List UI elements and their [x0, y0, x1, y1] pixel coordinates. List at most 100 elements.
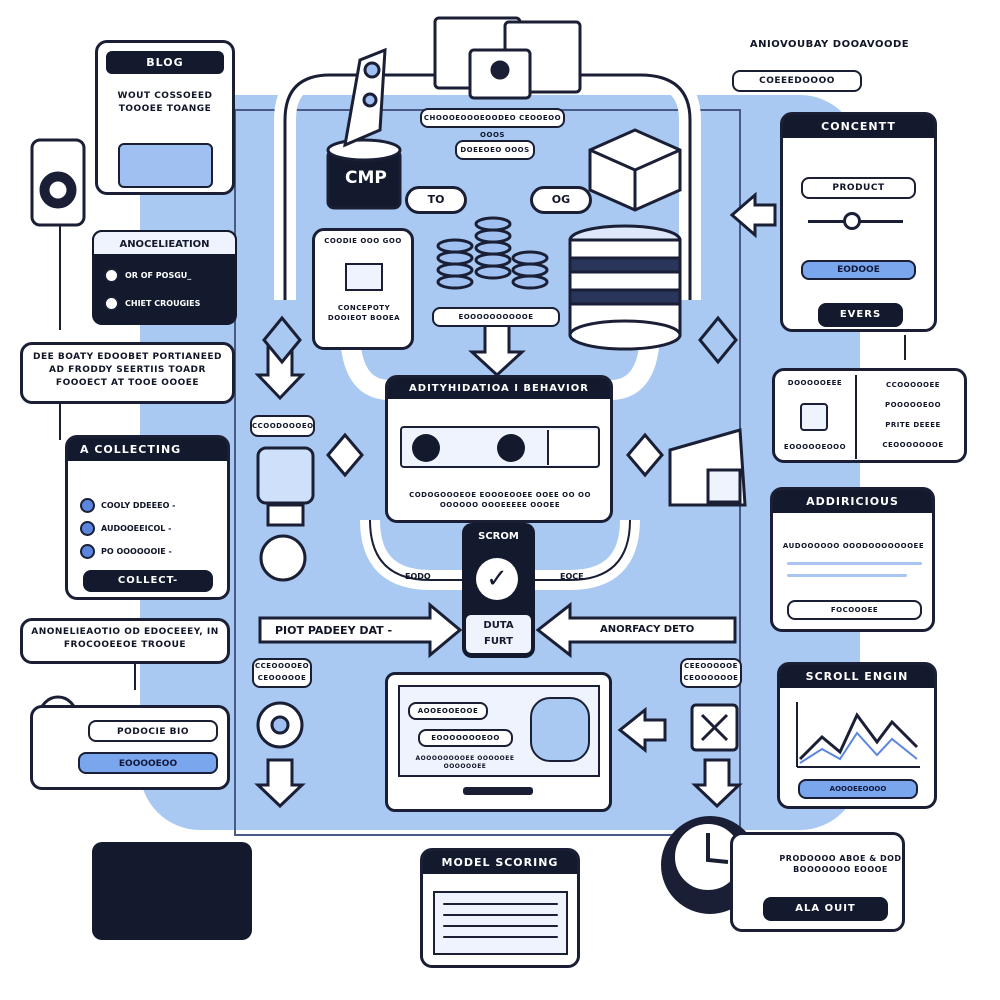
consent-footer-button[interactable]: EVERS — [818, 303, 903, 327]
advertising-card[interactable]: ADDIRICIOUS AUDOOOOOO OOODOOOOOOOEE FOCO… — [770, 487, 935, 632]
list-right-item-1[interactable]: CCOOOOOEE — [885, 381, 941, 389]
scroll-engine-pill[interactable]: AOOOEEOOOO — [798, 779, 918, 799]
arrow-label-left: PIOT PADEEY DAT - — [275, 624, 393, 637]
badge-line2: FURT — [483, 636, 514, 647]
badge-line1: DUTA — [483, 620, 514, 631]
scroll-engine-graph — [796, 702, 920, 768]
bottom-left-button[interactable]: EOOOOEOO — [78, 752, 218, 774]
stack-caption: EOOOOOOOOOOE — [432, 307, 560, 327]
list-right-item-4[interactable]: CEOOOOOOOE — [882, 441, 944, 449]
monitor-graphic — [530, 697, 590, 762]
monitor[interactable]: AOOEOOEOOE EOOOOOOOEOO AOOOOOOOOEE OOOOO… — [385, 672, 612, 812]
top-right-pill[interactable]: COEEEDOOOO — [732, 70, 862, 92]
down-arrow-3 — [254, 758, 306, 809]
concepty-line1: COODIE OOO GOO — [324, 237, 402, 245]
concepty-line2: CONCEPOTY DOOIEOT BOOEA — [327, 304, 401, 322]
top-right-label: ANIOVOUBAY DOOAVOODE COEEEDOOOO — [722, 38, 937, 108]
diamond-top-left — [262, 315, 302, 365]
collect-item-2[interactable]: AUDOOEEICOL - — [80, 521, 171, 536]
diamond-top-right — [698, 315, 738, 365]
advertising-pill[interactable]: FOCOOOEE — [787, 600, 922, 620]
advertising-title: ADDIRICIOUS — [773, 490, 932, 513]
top-center-pill[interactable]: DOEEOEO OOOS — [455, 140, 535, 160]
right-side-label-a: CEEOOOOOE CEOOOOOOE — [680, 658, 742, 688]
coin-stack-1 — [436, 238, 474, 290]
consent-slider-knob[interactable] — [843, 212, 861, 230]
left-note-text: DEE BOATY EDOOBET PORTIANEED AD FRODDY S… — [33, 352, 222, 388]
consent-title: CONCENTT — [783, 115, 934, 138]
anon-note: ANONELIEAOTIO OD EDOCEEEY, IN FROCOOEEOE… — [20, 618, 230, 664]
center-panel[interactable]: ADITYHIDATIOA I BEHAVIOR CODOGOOOEOE EOO… — [385, 375, 613, 523]
list-right-item-3[interactable]: PRITE DEEEE — [885, 421, 941, 429]
left-arrow-monitor — [617, 706, 667, 754]
center-text: CODOGOOOEOE EOOOEOOEE OOEE OO OO OOOOOO … — [409, 491, 591, 509]
consent-card[interactable]: CONCENTT PRODUCT EODOOE EVERS — [780, 112, 937, 332]
top-documents — [433, 16, 582, 100]
anon-option-2-label: CHIET CROUGIES — [125, 299, 201, 308]
flow-label-left: EODO — [405, 572, 431, 581]
advertising-line-2 — [787, 574, 907, 577]
payment-card-icon — [668, 428, 747, 507]
monitor-pill-2[interactable]: EOOOOOOOEOO — [418, 729, 513, 747]
collecting-card[interactable]: A COLLECTING COOLY DDEEEO - AUDOOEEICOL … — [65, 435, 230, 600]
network-icon — [690, 703, 739, 752]
bottom-right-button[interactable]: ALA OUIT — [763, 897, 888, 921]
left-side-label-b: CCEOOOOEO CEOOOOOE — [252, 658, 312, 688]
phone-icon — [30, 138, 86, 227]
collect-item-3[interactable]: PO OOOOOOIE - — [80, 544, 172, 559]
database-stack — [568, 224, 682, 351]
lock-icon — [256, 534, 307, 749]
model-scoring-card[interactable]: MODEL SCORING — [420, 848, 580, 968]
cloud-image — [118, 143, 213, 188]
monitor-pill-1[interactable]: AOOEOOEOOE — [408, 702, 488, 720]
list-divider — [855, 375, 857, 459]
blog-title: BLOG — [106, 51, 224, 74]
left-note: DEE BOATY EDOOBET PORTIANEED AD FRODDY S… — [20, 342, 235, 404]
collect-item-3-label: PO OOOOOOIE - — [101, 547, 172, 556]
anonymization-card[interactable]: ANOCELIEATION OR OF POSGU_ CHIET CROUGIE… — [92, 230, 237, 325]
og-bubble: OG — [530, 186, 592, 214]
mid-right-list[interactable]: DOOOOOEEE EOOOOOEOOO CCOOOOOEE POOOOOEOO… — [772, 368, 967, 463]
concepty-card: COODIE OOO GOO CONCEPOTY DOOIEOT BOOEA — [312, 228, 414, 350]
advertising-line-1 — [787, 562, 922, 565]
consent-field[interactable]: PRODUCT — [801, 177, 916, 199]
model-scoring-title: MODEL SCORING — [423, 851, 577, 874]
bottom-left-card[interactable]: PODOCIE BIO EOOOOEOO — [30, 705, 230, 790]
badge-top: SCROM — [478, 531, 519, 542]
diamond-left — [326, 432, 364, 478]
check-icon: ✓ — [476, 558, 518, 600]
anon-option-2[interactable]: CHIET CROUGIES — [104, 296, 200, 311]
data-fort-badge[interactable]: SCROM ✓ DUTA FURT — [462, 523, 535, 658]
badge-label: DUTA FURT — [466, 615, 531, 653]
node-icon-2 — [497, 434, 525, 462]
collect-item-1[interactable]: COOLY DDEEEO - — [80, 498, 175, 513]
cmp-can — [326, 47, 402, 210]
anon-option-1-label: OR OF POSGU_ — [125, 271, 192, 280]
blog-text: WOUT COSSOEED TOOOEE TOANGE — [117, 91, 213, 114]
bottom-right-card[interactable]: PRODOOOO ABOE & DOD BOOOOOOO EOOOE ALA O… — [730, 832, 905, 932]
gear-icon — [800, 403, 828, 431]
list-right-item-2[interactable]: POOOOOEOO — [884, 401, 942, 409]
flow-strip — [400, 426, 600, 468]
scroll-engine-card[interactable]: SCROLL ENGIN AOOOEEOOOO — [777, 662, 937, 809]
down-arrow-2 — [468, 323, 526, 378]
right-arrow-big — [258, 601, 463, 659]
anon-note-text: ANONELIEAOTIO OD EDOCEEEY, IN FROCOOEEOE… — [31, 627, 219, 650]
cube-icon — [345, 263, 383, 291]
list-left-item-2: EOOOOOEOOO — [783, 443, 847, 451]
collect-button[interactable]: COLLECT- — [83, 570, 213, 592]
blog-card[interactable]: BLOG WOUT COSSOEED TOOOEE TOANGE — [95, 40, 235, 195]
person-icon — [547, 430, 597, 465]
anon-option-1[interactable]: OR OF POSGU_ — [104, 268, 191, 283]
down-arrow-4 — [691, 758, 743, 809]
coin-stack-2 — [474, 216, 512, 280]
bottom-left-label: PODOCIE BIO — [88, 720, 218, 742]
bottom-right-text: PRODOOOO ABOE & DOD BOOOOOOO EOOOE — [779, 854, 902, 874]
email-panel[interactable] — [92, 842, 252, 940]
anonymization-title: ANOCELIEATION — [92, 230, 237, 256]
node-icon-1 — [412, 434, 440, 462]
consent-button[interactable]: EODOOE — [801, 260, 916, 280]
cmp-label: CMP — [345, 168, 387, 188]
model-scoring-doc — [433, 891, 568, 955]
left-arrow-big — [535, 601, 737, 659]
